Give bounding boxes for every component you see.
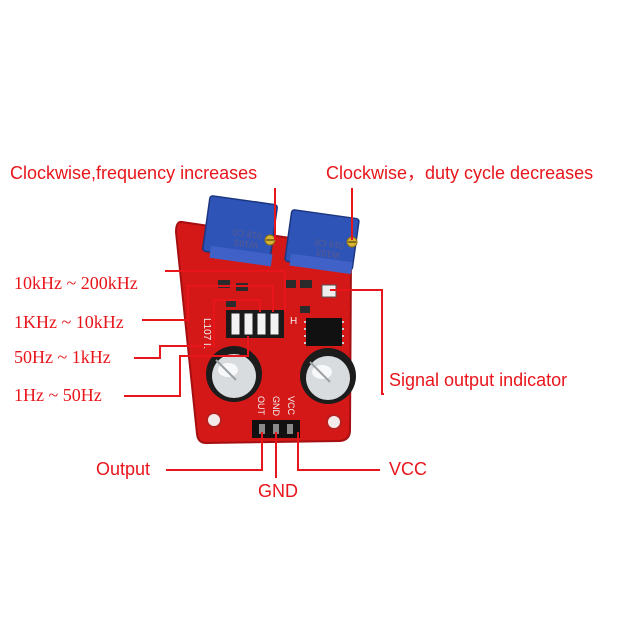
smd-component (300, 306, 310, 313)
pin-gnd-text: GND (271, 396, 281, 417)
capacitor-left (206, 346, 262, 402)
output-header[interactable] (252, 420, 300, 438)
smd-component (300, 280, 312, 288)
duty-pot-label: Clockwise，duty cycle decreases (326, 163, 594, 183)
frequency-potentiometer: 018 C0 W103 (202, 195, 278, 267)
mounting-hole (326, 414, 342, 430)
vcc-leader (297, 432, 380, 471)
range-1-50-leader (124, 336, 249, 397)
output-label: Output (96, 459, 151, 479)
range-50-1k-leader (134, 299, 261, 359)
freq-pot-label: Clockwise,frequency increases (10, 163, 258, 183)
range-50-1k-label: 50Hz ~ 1kHz (14, 347, 111, 367)
range-1k-10k-label: 1KHz ~ 10kHz (14, 312, 124, 332)
signal-indicator-leader (330, 289, 384, 395)
capacitor-right (300, 348, 356, 404)
frequency-range-jumpers[interactable] (226, 310, 284, 338)
pin-vcc-text: VCC (286, 396, 296, 416)
smd-component (226, 300, 236, 307)
smd-component (284, 280, 296, 288)
range-1k-10k-leader (142, 285, 274, 321)
silk-model-text: L107 L (201, 318, 212, 349)
pot2-series-text: 018 C0 (314, 237, 344, 251)
range-1-50-label: 1Hz ~ 50Hz (14, 385, 102, 405)
pot2-code-text: W103 (316, 247, 341, 260)
range-10k-200k-label: 10kHz ~ 200kHz (14, 273, 138, 293)
signal-indicator-label: Signal output indicator (389, 370, 568, 390)
pot1-series-text: 018 C0 (232, 227, 262, 241)
smd-component (218, 280, 230, 288)
vcc-label: VCC (389, 459, 428, 479)
silk-h-text: H (290, 316, 297, 327)
pin-out-text: OUT (256, 396, 266, 416)
duty-potentiometer: 018 C0 W103 (284, 209, 360, 275)
gnd-label: GND (258, 481, 298, 501)
pot1-code-text: W103 (234, 237, 259, 250)
mounting-hole (206, 412, 222, 428)
range-10k-200k-leader (165, 270, 286, 312)
ic-chip (304, 318, 344, 346)
output-leader (166, 432, 263, 471)
